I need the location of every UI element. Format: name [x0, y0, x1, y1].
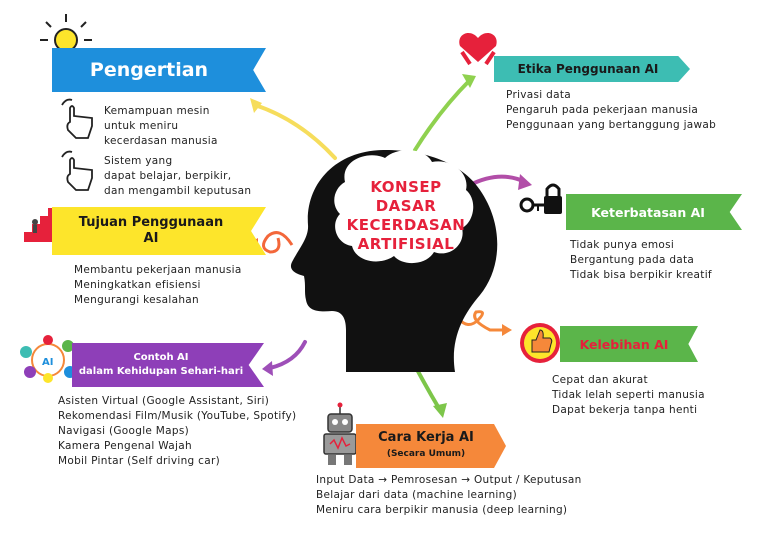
etika-banner: Etika Penggunaan AI — [494, 56, 690, 82]
svg-text:AI: AI — [42, 357, 53, 368]
list-item: Bergantung pada data — [570, 254, 695, 266]
list-item: Penggunaan yang bertanggung jawab — [506, 119, 717, 131]
cara-kerja-banner: Cara Kerja AI (Secara Umum) — [356, 424, 506, 468]
contoh-list: Asisten Virtual (Google Assistant, Siri)… — [58, 394, 296, 469]
cara-kerja-title: Cara Kerja AI — [378, 430, 474, 445]
list-item: Pengaruh pada pekerjaan manusia — [506, 104, 699, 116]
list-item: Meningkatkan efisiensi — [74, 279, 201, 291]
robot-icon — [323, 402, 357, 465]
lock-key-icon — [519, 183, 562, 214]
pengertian-title: Pengertian — [89, 59, 209, 81]
cara-kerja-list: Input Data → Pemrosesan → Output / Keput… — [316, 473, 582, 518]
keterbatasan-banner: Keterbatasan AI — [566, 194, 742, 230]
list-item: Mobil Pintar (Self driving car) — [58, 455, 220, 467]
contoh-title-line1: Contoh AI — [133, 352, 189, 363]
list-item: Dapat bekerja tanpa henti — [552, 404, 698, 416]
center-title: KONSEP DASAR KECERDASAN ARTIFISIAL — [346, 178, 466, 253]
cara-kerja-subtitle: (Secara Umum) — [386, 449, 466, 459]
kelebihan-title: Kelebihan AI — [579, 336, 669, 352]
hands-heart-icon — [459, 32, 497, 66]
hand-pointer-icon — [61, 150, 93, 191]
hand-pointer-icon — [61, 98, 93, 139]
staircase-icon — [24, 208, 56, 242]
pengertian-item-2: Sistem yang dapat belajar, berpikir, dan… — [104, 155, 252, 197]
contoh-banner: Contoh AI dalam Kehidupan Sehari-hari — [72, 343, 264, 387]
list-item: Cepat dan akurat — [552, 374, 648, 386]
list-item: Privasi data — [506, 89, 572, 101]
list-item: Membantu pekerjaan manusia — [74, 264, 242, 276]
list-item: Navigasi (Google Maps) — [58, 425, 190, 437]
list-item: Belajar dari data (machine learning) — [316, 489, 517, 501]
contoh-title-line2: dalam Kehidupan Sehari-hari — [78, 366, 244, 377]
head-silhouette — [290, 150, 498, 372]
list-item: Tidak bisa berpikir kreatif — [570, 269, 712, 281]
pengertian-banner: Pengertian — [52, 48, 266, 92]
tujuan-banner: Tujuan Penggunaan AI — [52, 207, 266, 255]
list-item: Meniru cara berpikir manusia (deep learn… — [316, 504, 568, 516]
list-item: Rekomendasi Film/Musik (YouTube, Spotify… — [58, 410, 297, 422]
list-item: Kamera Pengenal Wajah — [58, 440, 192, 452]
list-item: Input Data → Pemrosesan → Output / Keput… — [316, 474, 582, 486]
etika-title: Etika Penggunaan AI — [517, 62, 659, 76]
list-item: Asisten Virtual (Google Assistant, Siri) — [58, 395, 270, 407]
etika-list: Privasi data Pengaruh pada pekerjaan man… — [506, 88, 716, 133]
keterbatasan-title: Keterbatasan AI — [591, 204, 705, 220]
kelebihan-list: Cepat dan akurat Tidak lelah seperti man… — [552, 373, 705, 418]
tujuan-list: Membantu pekerjaan manusia Meningkatkan … — [74, 263, 242, 308]
keterbatasan-list: Tidak punya emosi Bergantung pada data T… — [570, 238, 712, 283]
thumbs-up-icon — [520, 323, 560, 363]
list-item: Tidak punya emosi — [570, 239, 675, 251]
pengertian-item-1: Kemampuan mesin untuk meniru kecerdasan … — [104, 105, 218, 147]
ai-network-icon: AI — [20, 335, 76, 383]
list-item: Mengurangi kesalahan — [74, 294, 199, 306]
kelebihan-banner: Kelebihan AI — [560, 326, 698, 362]
tujuan-title-line2: AI — [143, 231, 159, 246]
tujuan-title-line1: Tujuan Penggunaan — [78, 215, 224, 230]
list-item: Tidak lelah seperti manusia — [552, 389, 705, 401]
